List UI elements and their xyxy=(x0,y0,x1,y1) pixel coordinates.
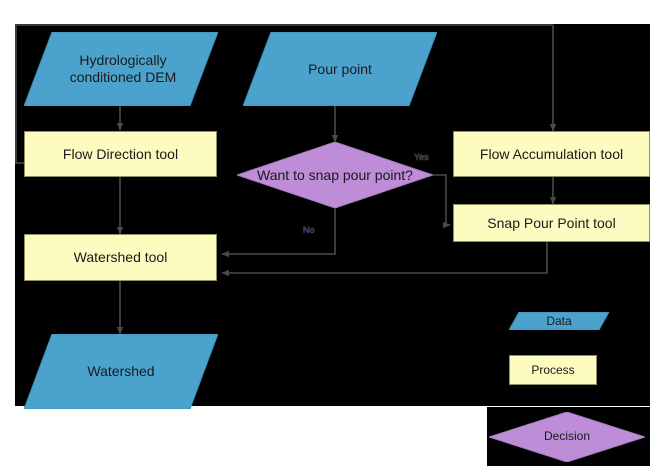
diamond-shape xyxy=(489,412,645,462)
node-pour-point[interactable] xyxy=(243,32,437,106)
node-flow-direction-tool[interactable]: Flow Direction tool xyxy=(24,131,217,177)
node-label-snap-pour-point-tool: Snap Pour Point tool xyxy=(487,214,616,231)
legend-shape-process: Process xyxy=(509,355,597,385)
legend-label-process: Process xyxy=(531,362,575,377)
edge-label-yes: Yes xyxy=(414,152,429,162)
parallelogram-shape xyxy=(24,334,218,409)
node-watershed[interactable] xyxy=(24,334,218,409)
legend-shape-data xyxy=(509,312,609,330)
parallelogram-shape xyxy=(243,32,437,106)
parallelogram-shape xyxy=(24,32,218,106)
node-label-flow-accumulation-tool: Flow Accumulation tool xyxy=(479,145,624,162)
node-flow-accumulation-tool[interactable]: Flow Accumulation tool xyxy=(453,131,650,177)
diamond-shape xyxy=(237,142,433,208)
legend-shape-decision xyxy=(489,412,645,462)
node-watershed-tool[interactable]: Watershed tool xyxy=(24,234,217,281)
node-label-watershed-tool: Watershed tool xyxy=(73,249,168,266)
parallelogram-shape xyxy=(509,312,609,330)
node-label-flow-direction-tool: Flow Direction tool xyxy=(62,145,179,162)
edge-label-no: No xyxy=(303,225,315,235)
node-snap-pour-point-tool[interactable]: Snap Pour Point tool xyxy=(453,204,650,242)
node-want-to-snap-decision[interactable] xyxy=(237,142,433,208)
node-hydrologically-conditioned-dem[interactable] xyxy=(24,32,218,106)
